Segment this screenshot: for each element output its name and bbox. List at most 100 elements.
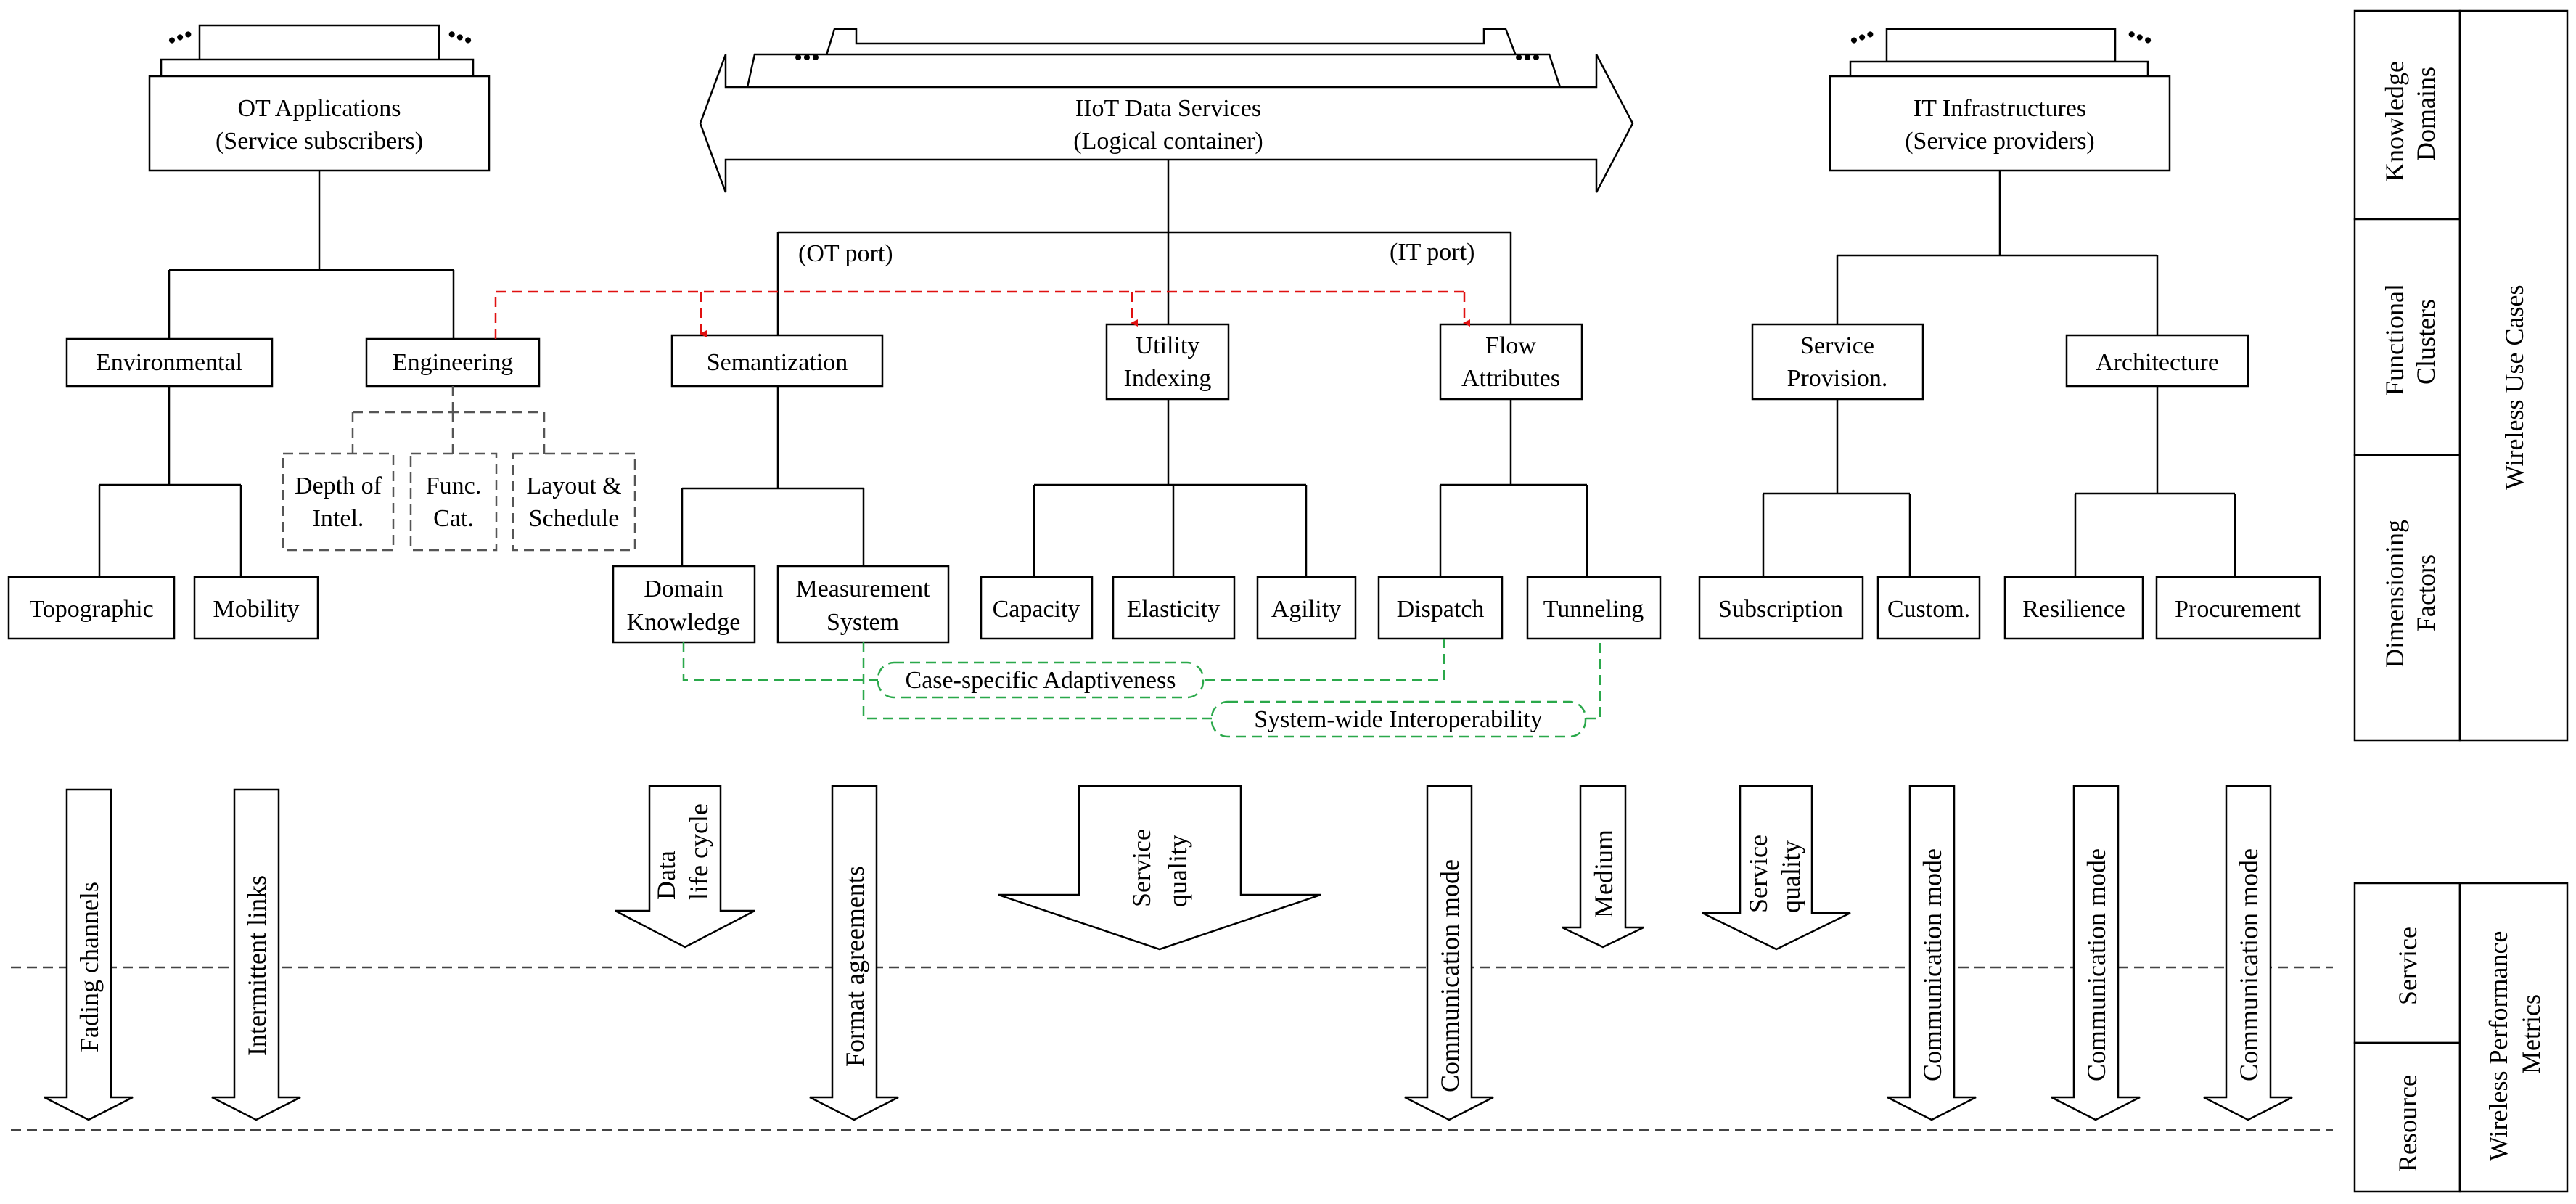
engineering-sub-depth: Depth of Intel. — [282, 452, 395, 552]
custom-factor: Custom. — [1876, 576, 1981, 640]
wireless-use-cases-label: Wireless Use Cases — [2500, 285, 2529, 490]
custom-label: Custom. — [1887, 596, 1970, 623]
ot-tree-connectors — [98, 171, 455, 577]
dispatch-factor: Dispatch — [1377, 576, 1504, 640]
service-quality-arrow-small: Service quality — [1702, 785, 1851, 951]
depth-label-2: Intel. — [313, 505, 364, 532]
func-label-2: Cat. — [433, 505, 474, 532]
iiot-tree-connectors — [681, 160, 1588, 577]
elasticity-factor: Elasticity — [1112, 576, 1236, 640]
communication-mode-label: Communication mode — [1435, 859, 1464, 1092]
agility-label: Agility — [1271, 596, 1341, 623]
stack-layer-mid — [1849, 60, 2149, 79]
data-life-cycle-label: Data — [652, 851, 681, 900]
ellipsis-icon: ••• — [1845, 21, 1879, 55]
procurement-factor: Procurement — [2155, 576, 2321, 640]
engineering-sub-func: Func. Cat. — [409, 452, 498, 552]
data-life-cycle-arrow: Data life cycle — [615, 785, 755, 949]
ellipsis-icon: ••• — [443, 21, 476, 55]
service-quality-label: Service — [1127, 829, 1156, 907]
service-provision-label-2: Provision. — [1787, 365, 1888, 392]
data-life-cycle-label-2: life cycle — [684, 803, 713, 900]
mobility-label: Mobility — [213, 596, 299, 623]
communication-mode-arrow: Communication mode — [2051, 785, 2141, 1121]
iiot-subtitle: (Logical container) — [1073, 128, 1263, 155]
ellipsis-icon: ••• — [163, 21, 197, 55]
interoperability-label: System-wide Interoperability — [1254, 706, 1543, 733]
fading-channels-label: Fading channels — [75, 882, 104, 1052]
communication-mode-arrow: Communication mode — [2203, 785, 2293, 1121]
procurement-label: Procurement — [2175, 596, 2301, 623]
semantization-label: Semantization — [707, 349, 848, 376]
functional-clusters-label-2: Clusters — [2411, 299, 2440, 385]
dimensioning-factors-label: Dimensioning — [2380, 520, 2409, 668]
subscription-label: Subscription — [1718, 596, 1843, 623]
format-agreements-label: Format agreements — [840, 866, 869, 1067]
mobility-factor: Mobility — [193, 576, 319, 640]
adaptiveness-pill — [877, 661, 1205, 699]
knowledge-domains-label-2: Domains — [2411, 67, 2440, 161]
interoperability-pill — [1210, 700, 1587, 738]
ellipsis-icon: ••• — [2122, 21, 2156, 55]
engineering-cluster: Engineering — [365, 337, 541, 388]
architecture-label: Architecture — [2096, 349, 2219, 376]
fading-channels-arrow: Fading channels — [44, 788, 134, 1121]
dimensioning-factors-label-2: Factors — [2411, 554, 2440, 631]
communication-mode-label: Communication mode — [2082, 848, 2111, 1081]
topographic-factor: Topographic — [7, 576, 176, 640]
tunneling-factor: Tunneling — [1526, 576, 1662, 640]
it-infrastructures-node: IT Infrastructures (Service providers) •… — [1829, 21, 2171, 172]
ot-applications-box — [148, 75, 491, 172]
semantization-cluster: Semantization — [670, 334, 884, 388]
service-quality-label-2: quality — [1776, 840, 1805, 913]
it-infrastructures-box — [1829, 75, 2171, 172]
depth-label: Depth of — [295, 472, 382, 499]
subscription-factor: Subscription — [1698, 576, 1864, 640]
service-quality-label: Service — [1744, 835, 1773, 913]
domain-knowledge-label-2: Knowledge — [627, 609, 741, 636]
engineering-sub-connectors — [351, 386, 546, 454]
ellipsis-icon: ••• — [794, 44, 820, 71]
capacity-label: Capacity — [993, 596, 1080, 623]
adaptiveness-label: Case-specific Adaptiveness — [906, 667, 1176, 694]
engineering-label: Engineering — [393, 349, 513, 376]
stack-layer-mid — [160, 58, 475, 79]
stack-layer-mid — [746, 53, 1562, 89]
iiot-title: IIoT Data Services — [1075, 95, 1261, 122]
utility-indexing-cluster: Utility Indexing — [1105, 323, 1230, 401]
flow-attributes-label: Flow — [1485, 332, 1536, 359]
engineering-sub-layout: Layout & Schedule — [512, 452, 636, 552]
service-quality-arrow-wide: Service quality — [998, 785, 1321, 951]
ot-port-label: (OT port) — [798, 240, 893, 267]
communication-mode-arrow: Communication mode — [1887, 785, 1977, 1121]
func-label: Func. — [426, 472, 482, 499]
it-infrastructures-title: IT Infrastructures — [1913, 95, 2086, 122]
iiot-data-services-node: IIoT Data Services (Logical container) •… — [699, 28, 1634, 193]
architecture-cluster: Architecture — [2065, 334, 2249, 388]
service-label: Service — [2393, 927, 2422, 1005]
resilience-factor: Resilience — [2003, 576, 2144, 640]
it-tree-connectors — [1762, 171, 2236, 577]
ot-applications-title: OT Applications — [237, 95, 401, 122]
layout-label-2: Schedule — [529, 505, 620, 532]
functional-clusters-label: Functional — [2380, 284, 2409, 396]
service-provision-label: Service — [1800, 332, 1874, 359]
intermittent-links-arrow: Intermittent links — [211, 788, 301, 1121]
resilience-label: Resilience — [2022, 596, 2125, 623]
layout-label: Layout & — [526, 472, 621, 499]
communication-mode-label: Communication mode — [2234, 848, 2263, 1081]
capacity-factor: Capacity — [980, 576, 1094, 640]
format-agreements-arrow: Format agreements — [809, 785, 899, 1121]
service-quality-label-2: quality — [1163, 835, 1192, 907]
wireless-use-cases-panel: Knowledge Domains Functional Clusters Di… — [2353, 9, 2569, 742]
dispatch-label: Dispatch — [1397, 596, 1485, 623]
iiot-double-arrow — [699, 54, 1634, 193]
it-port-label: (IT port) — [1390, 239, 1474, 266]
communication-mode-arrow: Communication mode — [1404, 785, 1494, 1121]
service-provision-cluster: Service Provision. — [1751, 323, 1924, 401]
green-links: Case-specific Adaptiveness System-wide I… — [682, 639, 1601, 738]
medium-arrow: Medium — [1562, 785, 1644, 949]
it-infrastructures-subtitle: (Service providers) — [1905, 128, 2095, 155]
utility-indexing-label-2: Indexing — [1124, 365, 1212, 392]
